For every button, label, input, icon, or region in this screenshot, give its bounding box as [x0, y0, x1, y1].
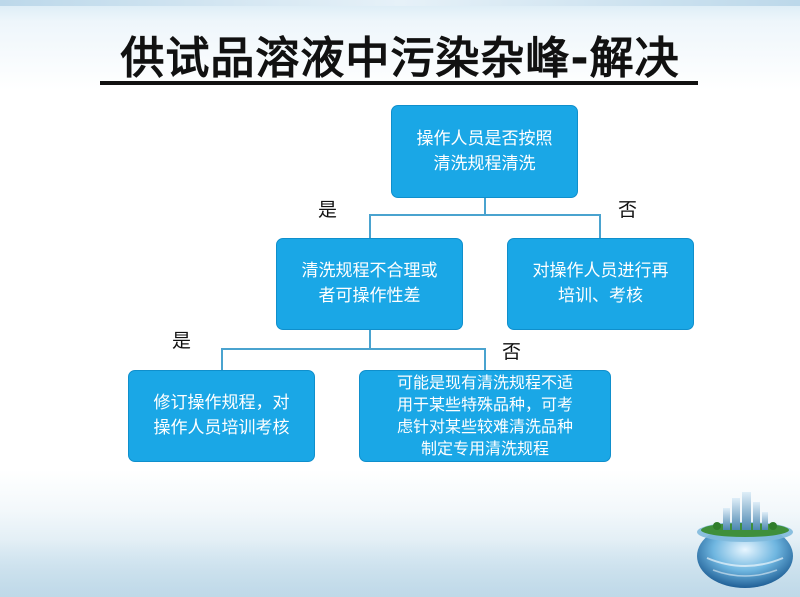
connector-root-down: [484, 197, 486, 215]
decision-left: 清洗规程不合理或 者可操作性差: [276, 238, 463, 330]
action-revise: 修订操作规程，对 操作人员培训考核: [128, 370, 315, 462]
yes-label-2: 是: [172, 330, 192, 352]
title-underline: [100, 81, 698, 85]
no-label-2: 否: [502, 341, 522, 363]
action-dedicated-line1: 可能是现有清洗规程不适: [396, 373, 573, 392]
decision-left-line1: 清洗规程不合理或: [301, 261, 438, 281]
connector-level1-horizontal: [369, 214, 601, 216]
decision-root-line2: 清洗规程清洗: [433, 153, 536, 174]
action-dedicated-line3: 虑针对某些较难清洗品种: [396, 417, 573, 436]
globe-city-icon: [693, 486, 797, 590]
connector-level1-right: [599, 214, 601, 238]
connector-level2-horizontal: [221, 348, 486, 350]
action-dedicated-procedure: 可能是现有清洗规程不适 用于某些特殊品种，可考 虑针对某些较难清洗品种 制定专用…: [359, 370, 611, 462]
no-label-1: 否: [618, 199, 638, 221]
decision-root-line1: 操作人员是否按照: [416, 128, 553, 149]
action-revise-line2: 操作人员培训考核: [153, 418, 290, 438]
connector-level2-left: [221, 348, 223, 370]
connector-level1-left: [369, 214, 371, 238]
action-dedicated-line2: 用于某些特殊品种，可考: [396, 395, 573, 414]
bottom-glow: [0, 540, 800, 597]
connector-level2-right: [484, 348, 486, 370]
connector-mid-down: [369, 329, 371, 349]
slide-title: 供试品溶液中污染杂峰-解决: [120, 33, 680, 84]
top-band: [0, 0, 800, 6]
action-revise-line1: 修订操作规程，对: [153, 393, 290, 413]
yes-label-1: 是: [318, 199, 338, 221]
action-retrain: 对操作人员进行再 培训、考核: [507, 238, 694, 330]
action-retrain-line2: 培训、考核: [558, 286, 643, 306]
decision-left-line2: 者可操作性差: [318, 286, 421, 306]
action-retrain-line1: 对操作人员进行再: [532, 261, 669, 281]
decision-root: 操作人员是否按照 清洗规程清洗: [391, 105, 578, 198]
action-dedicated-line4: 制定专用清洗规程: [420, 439, 549, 458]
